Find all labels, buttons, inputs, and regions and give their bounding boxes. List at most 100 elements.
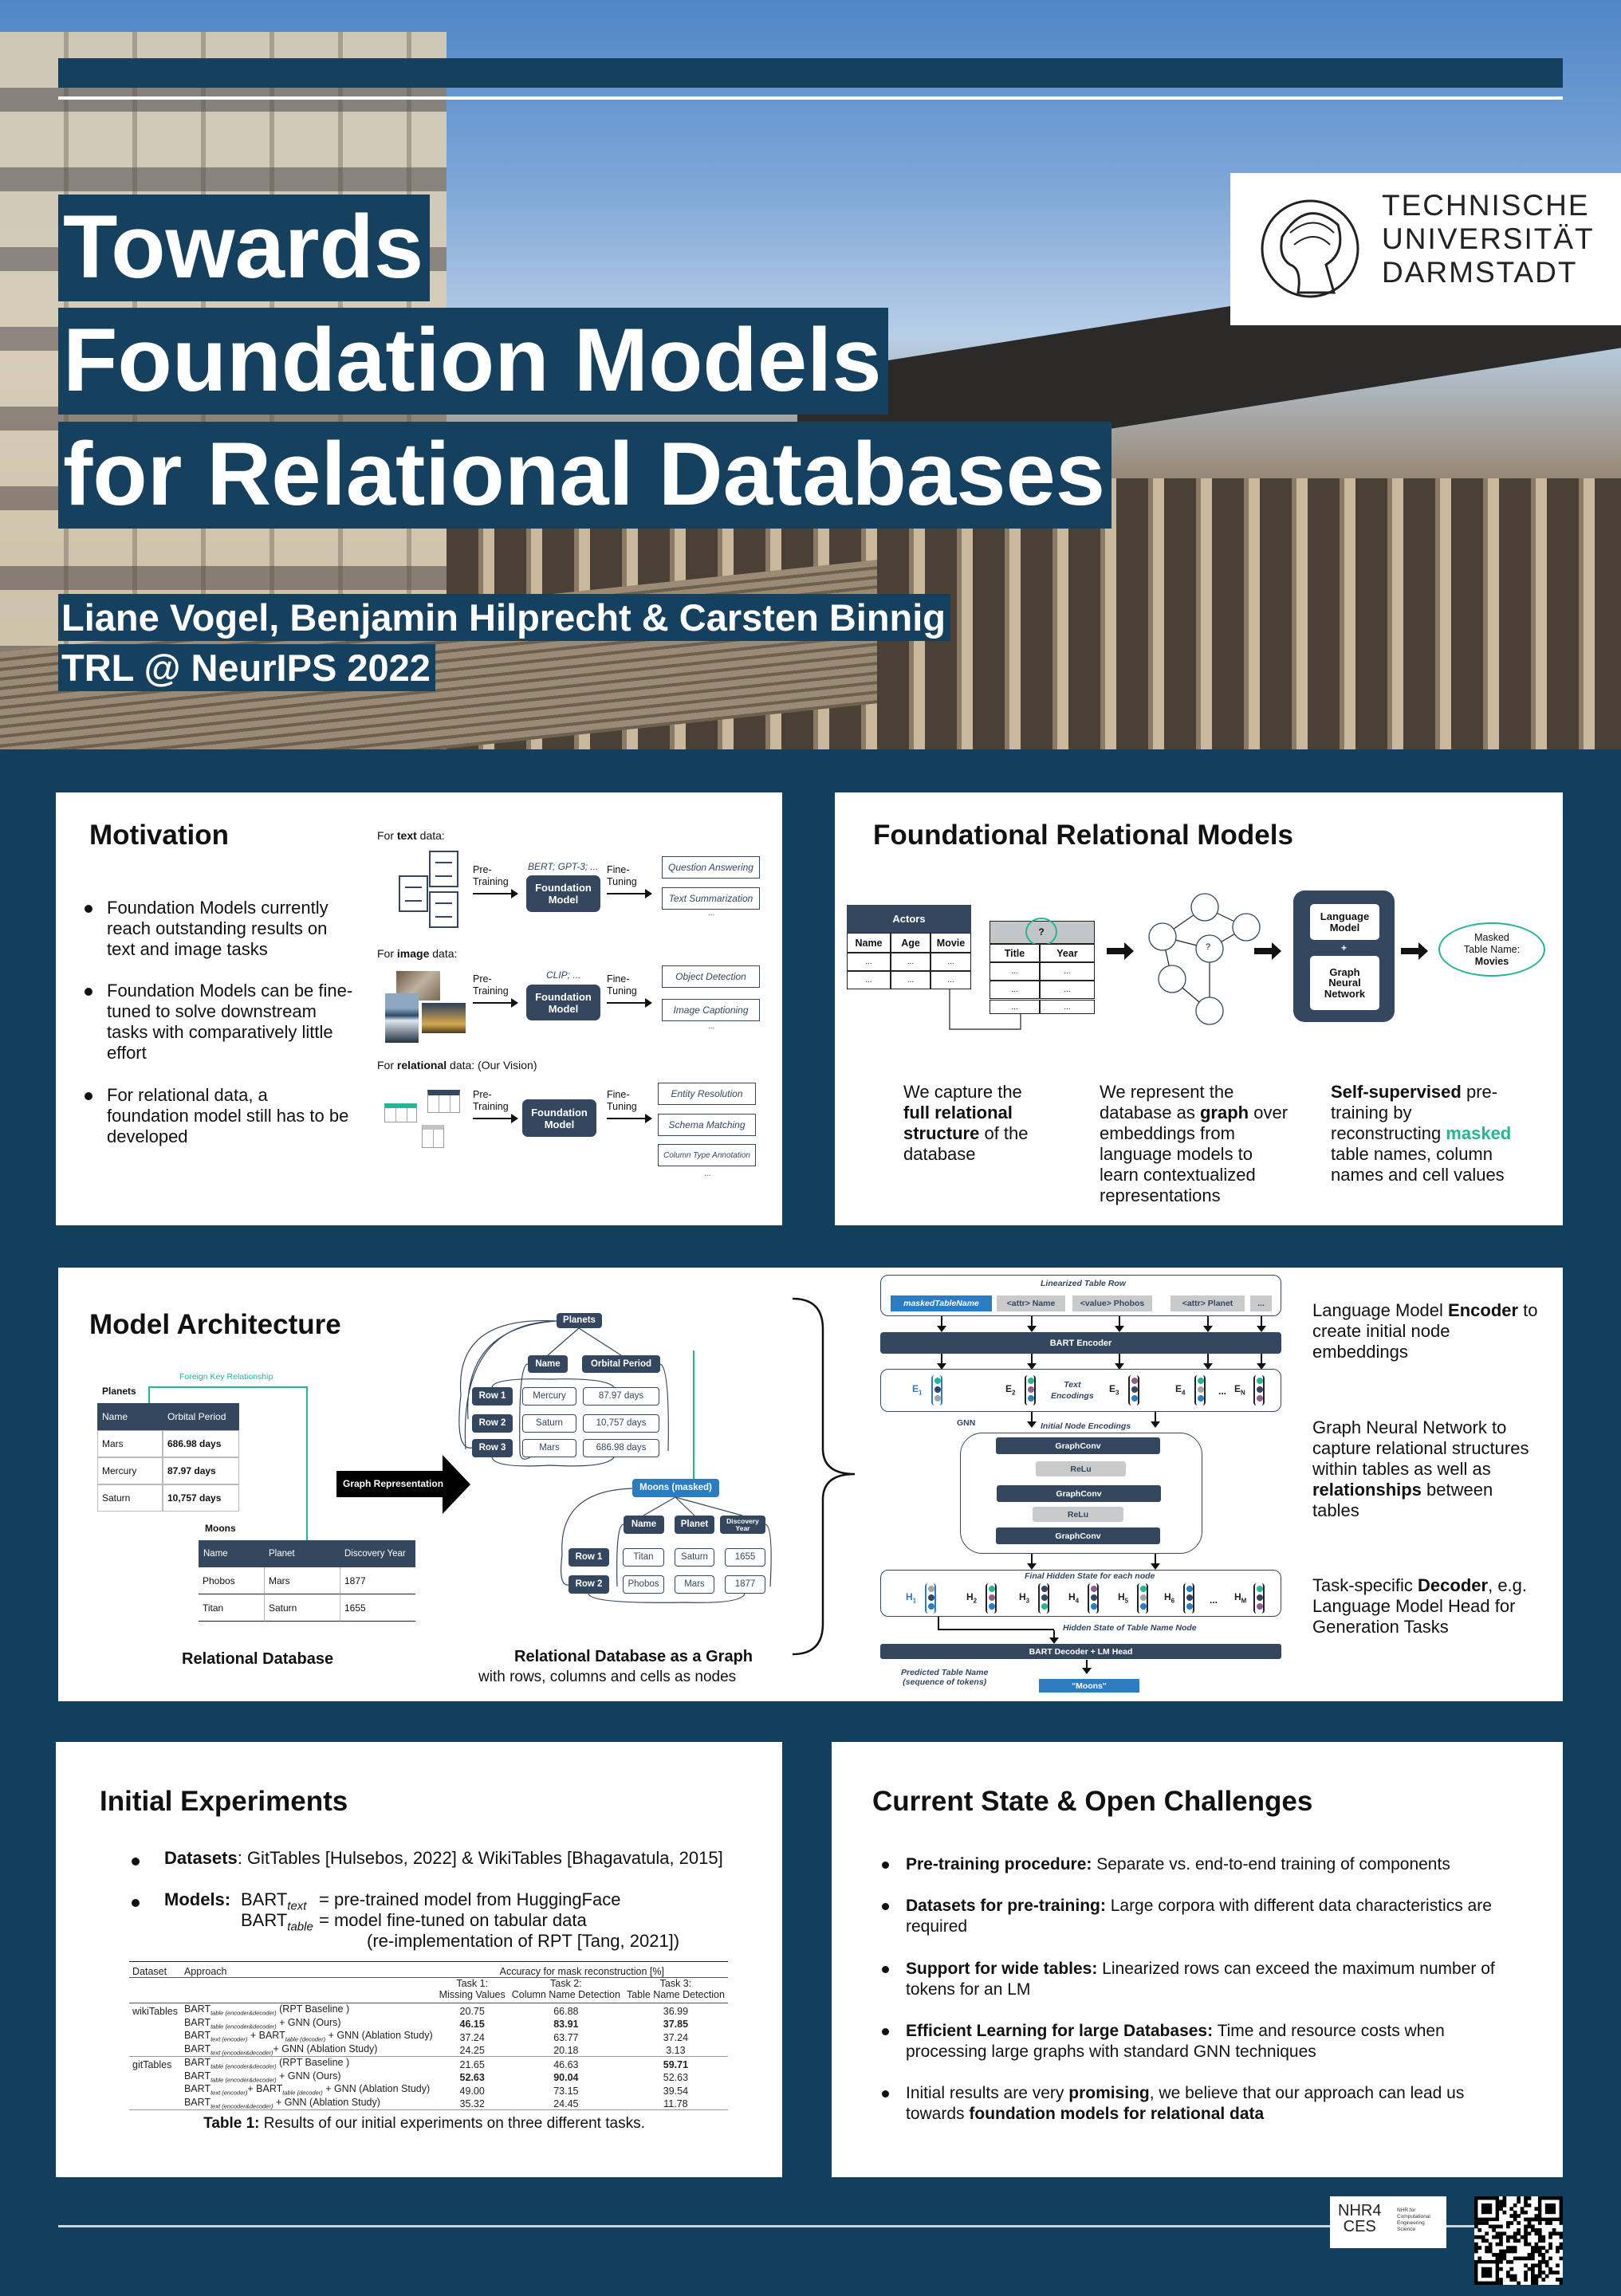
vector bbox=[931, 1375, 942, 1406]
arrow-down bbox=[1027, 1354, 1037, 1370]
text: between tables bbox=[1312, 1480, 1493, 1520]
label-bold: text bbox=[396, 829, 417, 842]
dataset-cell bbox=[129, 2097, 181, 2110]
qr-code[interactable] bbox=[1474, 2196, 1563, 2285]
planets-node: Planets bbox=[557, 1313, 602, 1328]
text: to create initial node embeddings bbox=[1312, 1300, 1538, 1362]
cell-node: Saturn bbox=[522, 1414, 576, 1433]
vector-dot bbox=[1198, 1395, 1204, 1402]
actors-col: Name bbox=[847, 933, 891, 953]
motivation-bullet: Foundation Models can be fine-tuned to s… bbox=[107, 981, 353, 1063]
approach-cell: BARTtext (encoder&decoder)+ GNN (Ablatio… bbox=[181, 2043, 436, 2057]
finetuning-label: Fine- Tuning bbox=[607, 1089, 637, 1112]
vector-dot bbox=[989, 1594, 995, 1601]
vector-label: EN bbox=[1234, 1383, 1245, 1397]
text: Linearized rows can exceed the maximum n… bbox=[906, 1960, 1495, 1999]
vector-dot bbox=[1198, 1378, 1204, 1384]
vector-label: E2 bbox=[1005, 1383, 1016, 1397]
token: <attr> Name bbox=[997, 1295, 1065, 1311]
bullet bbox=[882, 1862, 889, 1869]
value-cell: 37.24 bbox=[459, 2031, 485, 2043]
table-row: BARTtable (encoder&decoder) + GNN (Ours)… bbox=[129, 2070, 728, 2084]
text: Initial results are very bbox=[906, 2084, 1069, 2102]
cell-node: 1655 bbox=[725, 1548, 765, 1567]
graph-node bbox=[1158, 965, 1186, 993]
model-desc: = model fine-tuned on tabular data bbox=[319, 1910, 587, 1930]
caption-graph-sub: with rows, columns and cells as nodes bbox=[478, 1669, 737, 1685]
architecture-panel: Model Architecture Foreign Key Relations… bbox=[58, 1268, 1563, 1701]
value-cell: 46.15 bbox=[459, 2019, 485, 2030]
curly-brace bbox=[792, 1297, 856, 1656]
datasets-label: Datasets bbox=[164, 1848, 238, 1868]
task-name: Table Name Detection bbox=[626, 1989, 725, 2000]
task-header: Task 2:Column Name Detection bbox=[509, 1978, 624, 2003]
arrow-down bbox=[1082, 1660, 1092, 1674]
col-accuracy: Accuracy for mask reconstruction [%] bbox=[499, 1966, 664, 1977]
value-cell: 11.78 bbox=[663, 2098, 688, 2109]
table-icon bbox=[422, 1125, 444, 1148]
graph-node bbox=[1190, 893, 1219, 922]
arrow-down bbox=[1151, 1554, 1160, 1570]
architecture-title: Model Architecture bbox=[89, 1309, 341, 1340]
vector-dot bbox=[1186, 1603, 1193, 1610]
document-icon bbox=[399, 875, 428, 912]
dataset-cell bbox=[129, 2017, 181, 2031]
value-cell: 46.63 bbox=[553, 2058, 579, 2070]
vector bbox=[1038, 1583, 1049, 1614]
vector-label: E3 bbox=[1109, 1383, 1119, 1397]
title-line-3: for Relational Databases bbox=[58, 422, 1112, 529]
foundation-model-box: Foundation Model bbox=[526, 985, 600, 1020]
arrow bbox=[607, 998, 652, 1008]
frm-caption: Self-supervised pre-training by reconstr… bbox=[1331, 1082, 1526, 1185]
moons-col: Name bbox=[199, 1540, 264, 1567]
text: Language Model bbox=[1312, 1300, 1449, 1320]
moon-col-node: Discovery Year bbox=[720, 1516, 765, 1534]
arrow-down bbox=[937, 1316, 946, 1332]
planets-col: Name bbox=[97, 1403, 163, 1430]
value-cell: 20.75 bbox=[459, 2005, 485, 2017]
vector bbox=[925, 1583, 936, 1614]
bold-text: Encoder bbox=[1448, 1300, 1519, 1320]
row-node: Row 3 bbox=[472, 1439, 513, 1457]
arrow bbox=[473, 1114, 518, 1123]
title-line-2: Foundation Models bbox=[58, 308, 888, 415]
approach-sub: text (encoder&decoder) bbox=[210, 2049, 273, 2056]
ellipsis: ... bbox=[1210, 1594, 1218, 1606]
challenges-title: Current State & Open Challenges bbox=[872, 1786, 1313, 1817]
caption-graph: Relational Database as a Graph bbox=[514, 1648, 753, 1665]
label-post: data: bbox=[416, 829, 445, 842]
planets-cell: Mars bbox=[97, 1430, 163, 1457]
table-caption: Table 1: Results of our initial experime… bbox=[129, 2115, 719, 2133]
text: We capture the bbox=[903, 1082, 1022, 1102]
cell-node: 1877 bbox=[725, 1575, 765, 1594]
actors-cell: ... bbox=[847, 971, 891, 989]
initial-encodings-label: Initial Node Encodings bbox=[1041, 1421, 1131, 1431]
approach-cell: BARTtable (encoder&decoder) (RPT Baselin… bbox=[181, 2057, 436, 2070]
task-number: Task 2: bbox=[550, 1978, 582, 1989]
planets-cell: 10,757 days bbox=[163, 1484, 239, 1512]
ellipsis: ... bbox=[704, 1170, 711, 1178]
logo-line-3: DARMSTADT bbox=[1382, 256, 1578, 289]
ellipsis: ... bbox=[1218, 1386, 1227, 1397]
table-row: BARTtext (encoder)+ BARTtable (decoder) … bbox=[129, 2083, 728, 2097]
vector-label: E1 bbox=[912, 1383, 923, 1397]
linearized-label: Linearized Table Row bbox=[1041, 1279, 1126, 1288]
output-ellipse: Masked Table Name:Movies bbox=[1438, 922, 1545, 977]
nhr4ces-logo: NHR4 CES NHR for Computational Engineeri… bbox=[1330, 2196, 1446, 2248]
vector-dot bbox=[1140, 1594, 1147, 1601]
vector-dot bbox=[1257, 1603, 1263, 1610]
vector-dot bbox=[1131, 1378, 1138, 1384]
architecture-note: Task-specific Decoder, e.g. Language Mod… bbox=[1312, 1575, 1544, 1637]
token: <attr> Planet bbox=[1171, 1295, 1245, 1311]
model-desc: = pre-trained model from HuggingFace bbox=[319, 1889, 621, 1909]
actors-col: Age bbox=[891, 933, 931, 953]
cell-node: Mars bbox=[675, 1575, 714, 1594]
graphconv-layer: GraphConv bbox=[996, 1527, 1160, 1544]
bart-encoder: BART Encoder bbox=[880, 1332, 1281, 1354]
top-bar bbox=[58, 58, 1563, 88]
dataset-cell bbox=[129, 2030, 181, 2043]
output-label: Masked Table Name: bbox=[1463, 931, 1521, 955]
row-label: For image data: bbox=[377, 947, 457, 960]
model-note: (re-implementation of RPT [Tang, 2021]) bbox=[367, 1931, 680, 1951]
